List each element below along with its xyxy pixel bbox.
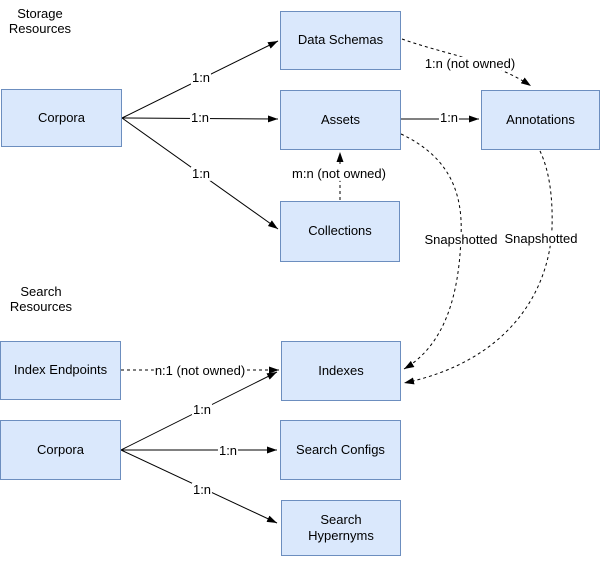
node-corpora-storage: Corpora xyxy=(1,89,122,147)
edge-label-mn-not-owned: m:n (not owned) xyxy=(291,165,387,182)
edge-dataschemas-annotations xyxy=(401,38,532,87)
edge-label-1n-searchhypernyms: 1:n xyxy=(191,481,213,498)
section-label-search-resources: Search Resources xyxy=(9,284,73,315)
edge-label-1n-dataschemas: 1:n xyxy=(190,69,212,86)
edge-label-1n-assets: 1:n xyxy=(189,109,211,126)
node-annotations: Annotations xyxy=(481,90,600,150)
node-indexes: Indexes xyxy=(281,341,401,401)
edge-label-1n-collections: 1:n xyxy=(190,165,212,182)
edge-label-snapshotted-annotations: Snapshotted xyxy=(503,230,579,247)
edge-label-1n-annotations: 1:n xyxy=(438,109,460,126)
edge-label-1n-not-owned: 1:n (not owned) xyxy=(423,55,517,72)
node-data-schemas: Data Schemas xyxy=(280,11,401,70)
node-collections: Collections xyxy=(280,201,400,262)
node-corpora-search: Corpora xyxy=(0,420,121,480)
node-search-configs: Search Configs xyxy=(280,420,401,480)
edge-assets-indexes-snapshot xyxy=(400,133,462,370)
edge-annotations-indexes-snapshot xyxy=(403,150,553,385)
edge-label-snapshotted-assets: Snapshotted xyxy=(423,231,499,248)
section-label-storage-resources: Storage Resources xyxy=(8,6,72,37)
node-index-endpoints: Index Endpoints xyxy=(0,341,121,400)
node-assets: Assets xyxy=(280,90,401,150)
node-search-hypernyms: Search Hypernyms xyxy=(281,500,401,556)
edge-label-n1-not-owned: n:1 (not owned) xyxy=(153,362,247,379)
edge-label-1n-indexes: 1:n xyxy=(191,401,213,418)
edge-label-1n-searchconfigs: 1:n xyxy=(217,442,239,459)
